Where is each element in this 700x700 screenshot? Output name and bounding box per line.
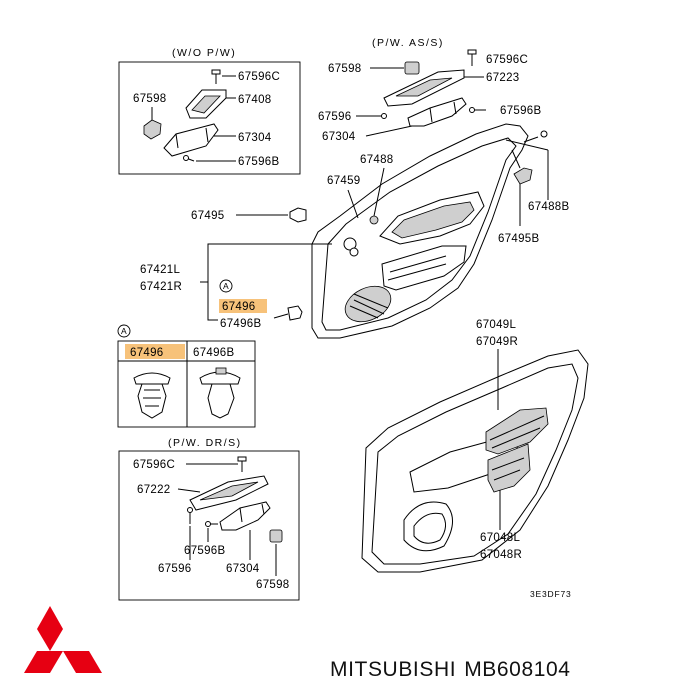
clip-67496b-drawing (199, 367, 241, 419)
logo-diamond-top (37, 606, 63, 651)
switch-panel-part (383, 69, 465, 107)
mitsubishi-logo (24, 606, 102, 673)
screw-part (205, 521, 218, 527)
screw-part (372, 113, 387, 119)
bracket-part (163, 123, 219, 157)
part-number: MB608104 (464, 658, 571, 681)
cap-part (369, 215, 379, 225)
screw-part (469, 107, 486, 113)
label-screw: 67596C (238, 71, 280, 83)
label-escutcheon: 67408 (238, 94, 271, 106)
detail-a: A 67496 67496B (117, 324, 256, 428)
leader-line (373, 167, 385, 217)
screw-part (211, 69, 221, 84)
detail-letter: A (121, 326, 127, 336)
label-screw-c: 67596C (133, 459, 175, 471)
label-panel-l: 67049L (476, 319, 516, 331)
label-knob: 67598 (256, 579, 289, 591)
door-trim-upper (311, 123, 549, 339)
highlight-box (219, 299, 267, 313)
screw-part (187, 507, 193, 524)
logo-diamond-left (24, 651, 63, 673)
label-panel-r: 67049R (476, 336, 518, 348)
label-screw: 67596 (318, 111, 351, 123)
detail-col2: 67496B (193, 347, 234, 359)
group-wo-pw: (W/O P/W) 67596C 67408 67598 67304 (118, 47, 301, 175)
label-panel: 67222 (137, 484, 170, 496)
label-cap-r: 67488B (528, 201, 569, 213)
label-screw2: 67596B (238, 156, 279, 168)
brand-name: MITSUBISHI (330, 658, 457, 681)
door-panel-lower (361, 349, 589, 573)
label-panel: 67223 (486, 72, 519, 84)
label-bracket: 67304 (226, 563, 260, 575)
handle-part (143, 119, 162, 140)
escutcheon-part (185, 89, 227, 119)
cap-right-part (513, 167, 533, 185)
label-screw: 67596 (158, 563, 191, 575)
label-clip-top: 67459 (327, 175, 360, 187)
label-switch-knob: 67598 (328, 63, 361, 75)
leader-line (177, 488, 201, 493)
detail-marker (117, 324, 131, 338)
clip-part (287, 305, 303, 321)
group-box (118, 450, 300, 601)
detail-a-letter: A (223, 281, 229, 291)
clip-part (289, 207, 307, 223)
caption-pw-as: (P/W. AS/S) (372, 37, 444, 49)
screw-part (523, 130, 548, 143)
label-pocket-r: 67048R (480, 549, 522, 561)
group-pw-as: (P/W. AS/S) 67598 67596C 67223 67596 (318, 37, 541, 143)
label-handle: 67598 (133, 93, 166, 105)
caption-pw-dr: (P/W. DR/S) (168, 437, 242, 449)
label-screw-b: 67596B (500, 105, 541, 117)
label-pocket-l: 67048L (480, 532, 520, 544)
leader-line (273, 313, 289, 319)
leader-line (347, 189, 359, 219)
label-trim-l: 67421L (140, 264, 180, 276)
label-cap: 67488 (360, 154, 393, 166)
leader-line (365, 125, 413, 137)
label-clip-a: 67496 (222, 301, 255, 313)
label-clip-right: 67495B (498, 233, 539, 245)
leader-line (200, 243, 332, 283)
label-clip-b: 67496B (220, 318, 261, 330)
diagram-ref-code: 3E3DF73 (530, 589, 572, 599)
switch-panel-part (189, 475, 269, 511)
label-bracket: 67304 (238, 132, 272, 144)
logo-diamond-right (63, 651, 102, 673)
bracket-part (219, 501, 271, 531)
detail-col1: 67496 (130, 347, 163, 359)
bracket-part (407, 97, 467, 127)
detail-a-marker (219, 279, 233, 293)
part-title: MITSUBISHI MB608104 (330, 658, 579, 682)
highlight-box (125, 344, 185, 359)
switch-knob-part (404, 61, 420, 75)
caption-wo-pw: (W/O P/W) (172, 47, 236, 59)
screw-part (467, 49, 477, 66)
clip-67496-drawing (133, 372, 171, 419)
screw-part (237, 456, 247, 472)
knob-part (269, 529, 283, 543)
label-bracket: 67304 (322, 131, 356, 143)
label-screw-b: 67596B (184, 545, 225, 557)
screw-part (183, 155, 195, 162)
group-pw-dr: (P/W. DR/S) 67596C 67222 67596 67596B (118, 437, 300, 601)
group-box (118, 61, 301, 175)
leader-line (207, 282, 218, 321)
label-trim-r: 67421R (140, 281, 182, 293)
label-screw-c: 67596C (486, 54, 528, 66)
label-clip-left: 67495 (191, 210, 224, 222)
